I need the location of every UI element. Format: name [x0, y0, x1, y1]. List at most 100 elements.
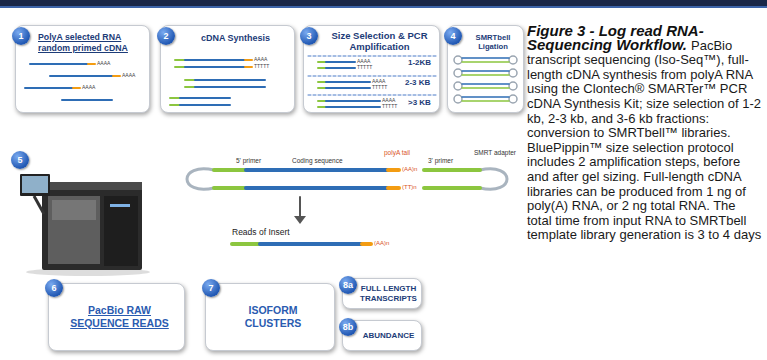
step-title: SMRTbell Ligation: [448, 26, 523, 51]
step-title: PolyA selected RNA random primed cDNA: [16, 26, 149, 53]
step-title: FULL LENGTH TRANSCRIPTS: [343, 284, 421, 303]
smrtbell-illustration: [299, 197, 301, 216]
rna-strands: [113, 75, 120, 77]
size-fractions: [318, 81, 326, 83]
size-fractions: [326, 67, 355, 69]
size-fractions: [308, 56, 437, 107]
rna-strands: [62, 99, 112, 101]
smrtbell-molecules: [462, 70, 509, 72]
result-box: 8bABUNDANCE: [342, 320, 422, 351]
polya-tail-label: AAAA: [357, 59, 370, 64]
smrtbell-molecules: [509, 95, 517, 103]
size-fractions: [326, 87, 370, 89]
polyt-tail-label: TTTTT: [254, 64, 269, 69]
part-label: 3' primer: [428, 158, 453, 165]
header-band: [0, 0, 767, 8]
polya-tail-label: AAAA: [97, 61, 110, 66]
smrtbell-molecules: [509, 56, 517, 64]
part-label: Coding sequence: [292, 158, 343, 165]
figure-title: Figure 3 - Log read RNA-Sequencing Workf…: [527, 22, 704, 53]
size-fraction-label: 2-3 KB: [405, 79, 430, 87]
smrtbell-illustration: [388, 186, 399, 190]
smrtbell-molecules: [454, 69, 462, 77]
size-fractions: [326, 100, 380, 102]
smrtbell-illustration: [214, 168, 246, 172]
smrtbell-illustration: [187, 169, 507, 244]
size-fractions: [318, 106, 326, 108]
size-fractions: [308, 76, 437, 77]
cdna-strands: [185, 66, 245, 68]
sequencer-illustration: [20, 174, 150, 276]
rna-strands: [30, 63, 88, 65]
sequencer-illustration: [20, 174, 50, 196]
part-label: polyA tail: [384, 150, 410, 157]
smrtbell-molecules: [454, 82, 462, 90]
polyt-tail-label: TTTTT: [357, 65, 372, 70]
size-fractions: [318, 67, 326, 69]
polya-tail-label: AAAA: [372, 79, 385, 84]
smrtbell-illustration: [246, 168, 388, 172]
cdna-strands: [170, 97, 180, 99]
smrtbell-illustration: [424, 168, 480, 172]
cdna-strands: [185, 79, 195, 81]
step-number: 4: [444, 27, 462, 45]
smrtbell-illustration: [214, 186, 246, 190]
rna-strands: [73, 87, 80, 89]
smrtbell-molecules: [462, 96, 509, 98]
cdna-strands: [170, 104, 180, 106]
step-number: 5: [17, 156, 22, 165]
sequencer-illustration: [110, 204, 130, 207]
sequencer-illustration: [42, 182, 142, 190]
cdna-strands: [195, 79, 265, 81]
size-fractions: [308, 56, 437, 57]
step-number: 8b: [339, 318, 357, 336]
smrtbell-illustration: [424, 186, 480, 190]
size-fractions: [318, 87, 326, 89]
smrtbell-molecules: [462, 61, 509, 63]
step-number: 6: [45, 279, 63, 297]
polyt-tail-label: TTTTT: [382, 104, 397, 109]
smrtbell-illustration: [362, 242, 371, 246]
smrtbell-molecules: [454, 56, 462, 64]
polyt-tail-label: TTTTT: [372, 85, 387, 90]
step-number: 7: [202, 279, 220, 297]
cdna-strands: [185, 86, 195, 88]
step-number: 3: [300, 27, 318, 45]
part-label: 5' primer: [236, 158, 261, 165]
cdna-strands: [175, 66, 185, 68]
result-box: 8aFULL LENGTH TRANSCRIPTS: [342, 278, 422, 309]
step-title: cDNA Synthesis: [161, 26, 294, 44]
smrtbell-illustration: [187, 169, 214, 189]
rna-strands: [88, 63, 95, 65]
cdna-strands: [180, 104, 230, 106]
cdna-strands: [180, 97, 230, 99]
sequencer-illustration: [42, 186, 142, 270]
step-title: PacBio RAW SEQUENCE READS: [49, 304, 184, 329]
size-fraction-label: >3 KB: [408, 99, 431, 107]
smrtbell-illustration: [232, 242, 260, 246]
part-label: SMRT adapter: [474, 150, 516, 157]
smrtbell-illustration: [246, 186, 388, 190]
rna-strands: [25, 87, 73, 89]
polya-tail-label: AAAA: [122, 73, 135, 78]
polya-tail-label: AAAA: [382, 98, 395, 103]
sequencer-illustration: [34, 196, 44, 214]
cdna-strands: [170, 60, 265, 105]
cdna-strands: [245, 66, 252, 68]
sequencer-illustration: [48, 196, 100, 264]
smrtbell-molecules: [462, 83, 509, 85]
smrtbell-illustration: [294, 216, 306, 224]
size-fractions: [308, 95, 437, 96]
smrtbell-illustration: [388, 168, 399, 172]
size-fractions: [326, 81, 370, 83]
polya-tail-label: AAAA: [254, 57, 267, 62]
step-number: 8a: [339, 276, 357, 294]
poly-tail-label: (TT)n: [402, 184, 417, 190]
smrtbell-molecules: [509, 69, 517, 77]
output-box: 6PacBio RAW SEQUENCE READS: [48, 283, 185, 351]
caption-text: PacBio transcript sequencing (Iso-Seq™),…: [527, 38, 761, 243]
size-fractions: [318, 61, 326, 63]
smrtbell-illustration: [260, 242, 362, 246]
size-fractions: [326, 106, 380, 108]
